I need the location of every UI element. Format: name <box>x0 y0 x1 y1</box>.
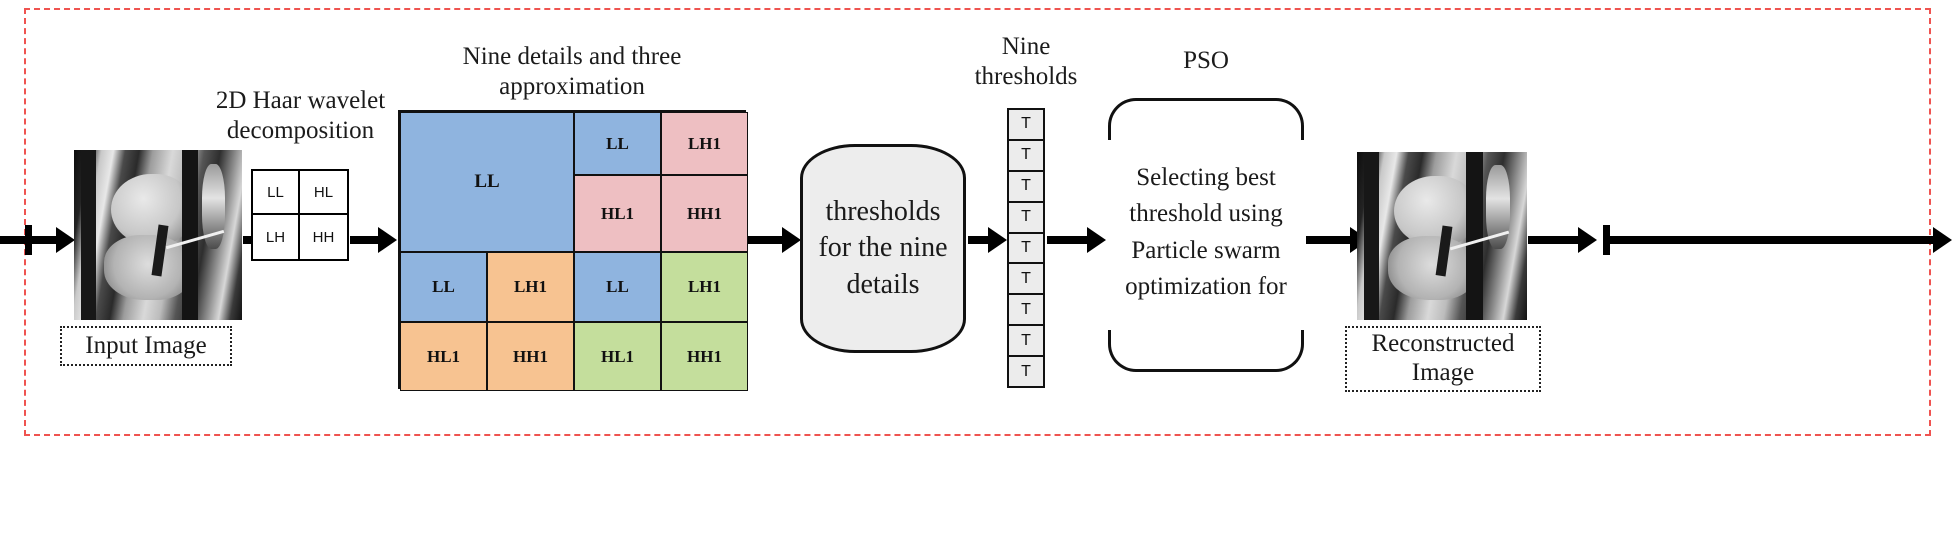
arrow-output-exit-outer <box>1610 236 1935 244</box>
arrow-thresholds-to-stack <box>968 236 990 244</box>
threshold-cell-8: T <box>1009 326 1043 358</box>
arrow-haar-to-subbands <box>350 236 380 244</box>
threshold-cell-7: T <box>1009 295 1043 327</box>
subband-cell-hh1-4: HH1 <box>661 175 748 252</box>
arrow-stack-to-pso <box>1047 236 1089 244</box>
pso-description: Selecting best threshold using Particle … <box>1125 164 1287 300</box>
subband-cell-hl1-11: HL1 <box>574 322 661 391</box>
pso-bracket-bottom <box>1108 330 1304 372</box>
pso-bracket-top <box>1108 98 1304 140</box>
reconstructed-image <box>1357 152 1527 320</box>
subbands-title: Nine details and three approximation <box>462 43 682 100</box>
subband-cell-lh1-8: LH1 <box>661 252 748 322</box>
input-image-caption: Input Image <box>60 326 232 366</box>
subband-cell-ll-7: LL <box>574 252 661 322</box>
threshold-cell-4: T <box>1009 202 1043 234</box>
threshold-cell-6: T <box>1009 264 1043 296</box>
arrow-into-input-image <box>0 236 58 244</box>
haar-cell-hh: HH <box>312 228 335 246</box>
haar-cell-ll: LL <box>253 171 300 215</box>
thresholds-pill-text: thresholds for the nine details <box>818 195 948 300</box>
haar-cell-hl: HL <box>300 171 347 215</box>
reconstructed-image-caption: Reconstructed Image <box>1345 326 1541 392</box>
arrow-output-exit-inner <box>1528 236 1580 244</box>
input-image-caption-text: Input Image <box>85 331 207 359</box>
output-exit-tick <box>1603 225 1610 255</box>
threshold-cell-1: T <box>1009 110 1043 141</box>
subband-cell-ll-0: LL <box>400 112 574 252</box>
threshold-cell-5: T <box>1009 233 1043 265</box>
reconstructed-image-caption-text: Reconstructed Image <box>1371 330 1515 386</box>
pso-title: PSO <box>1183 47 1229 74</box>
subband-cell-hh1-12: HH1 <box>661 322 748 391</box>
input-image <box>74 150 242 320</box>
subband-cell-hl1-9: HL1 <box>400 322 487 391</box>
subband-cell-lh1-6: LH1 <box>487 252 574 322</box>
arrow-pso-to-output <box>1306 236 1352 244</box>
subband-cell-hh1-10: HH1 <box>487 322 574 391</box>
haar-subband-box: LL HL LH HH <box>251 169 349 261</box>
subband-cell-ll-1: LL <box>574 112 661 175</box>
nine-thresholds-title: Nine thresholds <box>974 33 1078 90</box>
subband-cell-lh1-2: LH1 <box>661 112 748 175</box>
threshold-cell-2: T <box>1009 140 1043 172</box>
threshold-cell-3: T <box>1009 171 1043 203</box>
haar-cell-lh: LH <box>253 215 300 259</box>
subband-cell-ll-5: LL <box>400 252 487 322</box>
subband-cell-hl1-3: HL1 <box>574 175 661 252</box>
arrow-subbands-to-thresholds <box>748 236 784 244</box>
thresholds-for-nine-details: thresholds for the nine details <box>800 144 966 353</box>
threshold-cell-9: T <box>1009 357 1043 387</box>
haar-title: 2D Haar wavelet decomposition <box>215 87 386 144</box>
